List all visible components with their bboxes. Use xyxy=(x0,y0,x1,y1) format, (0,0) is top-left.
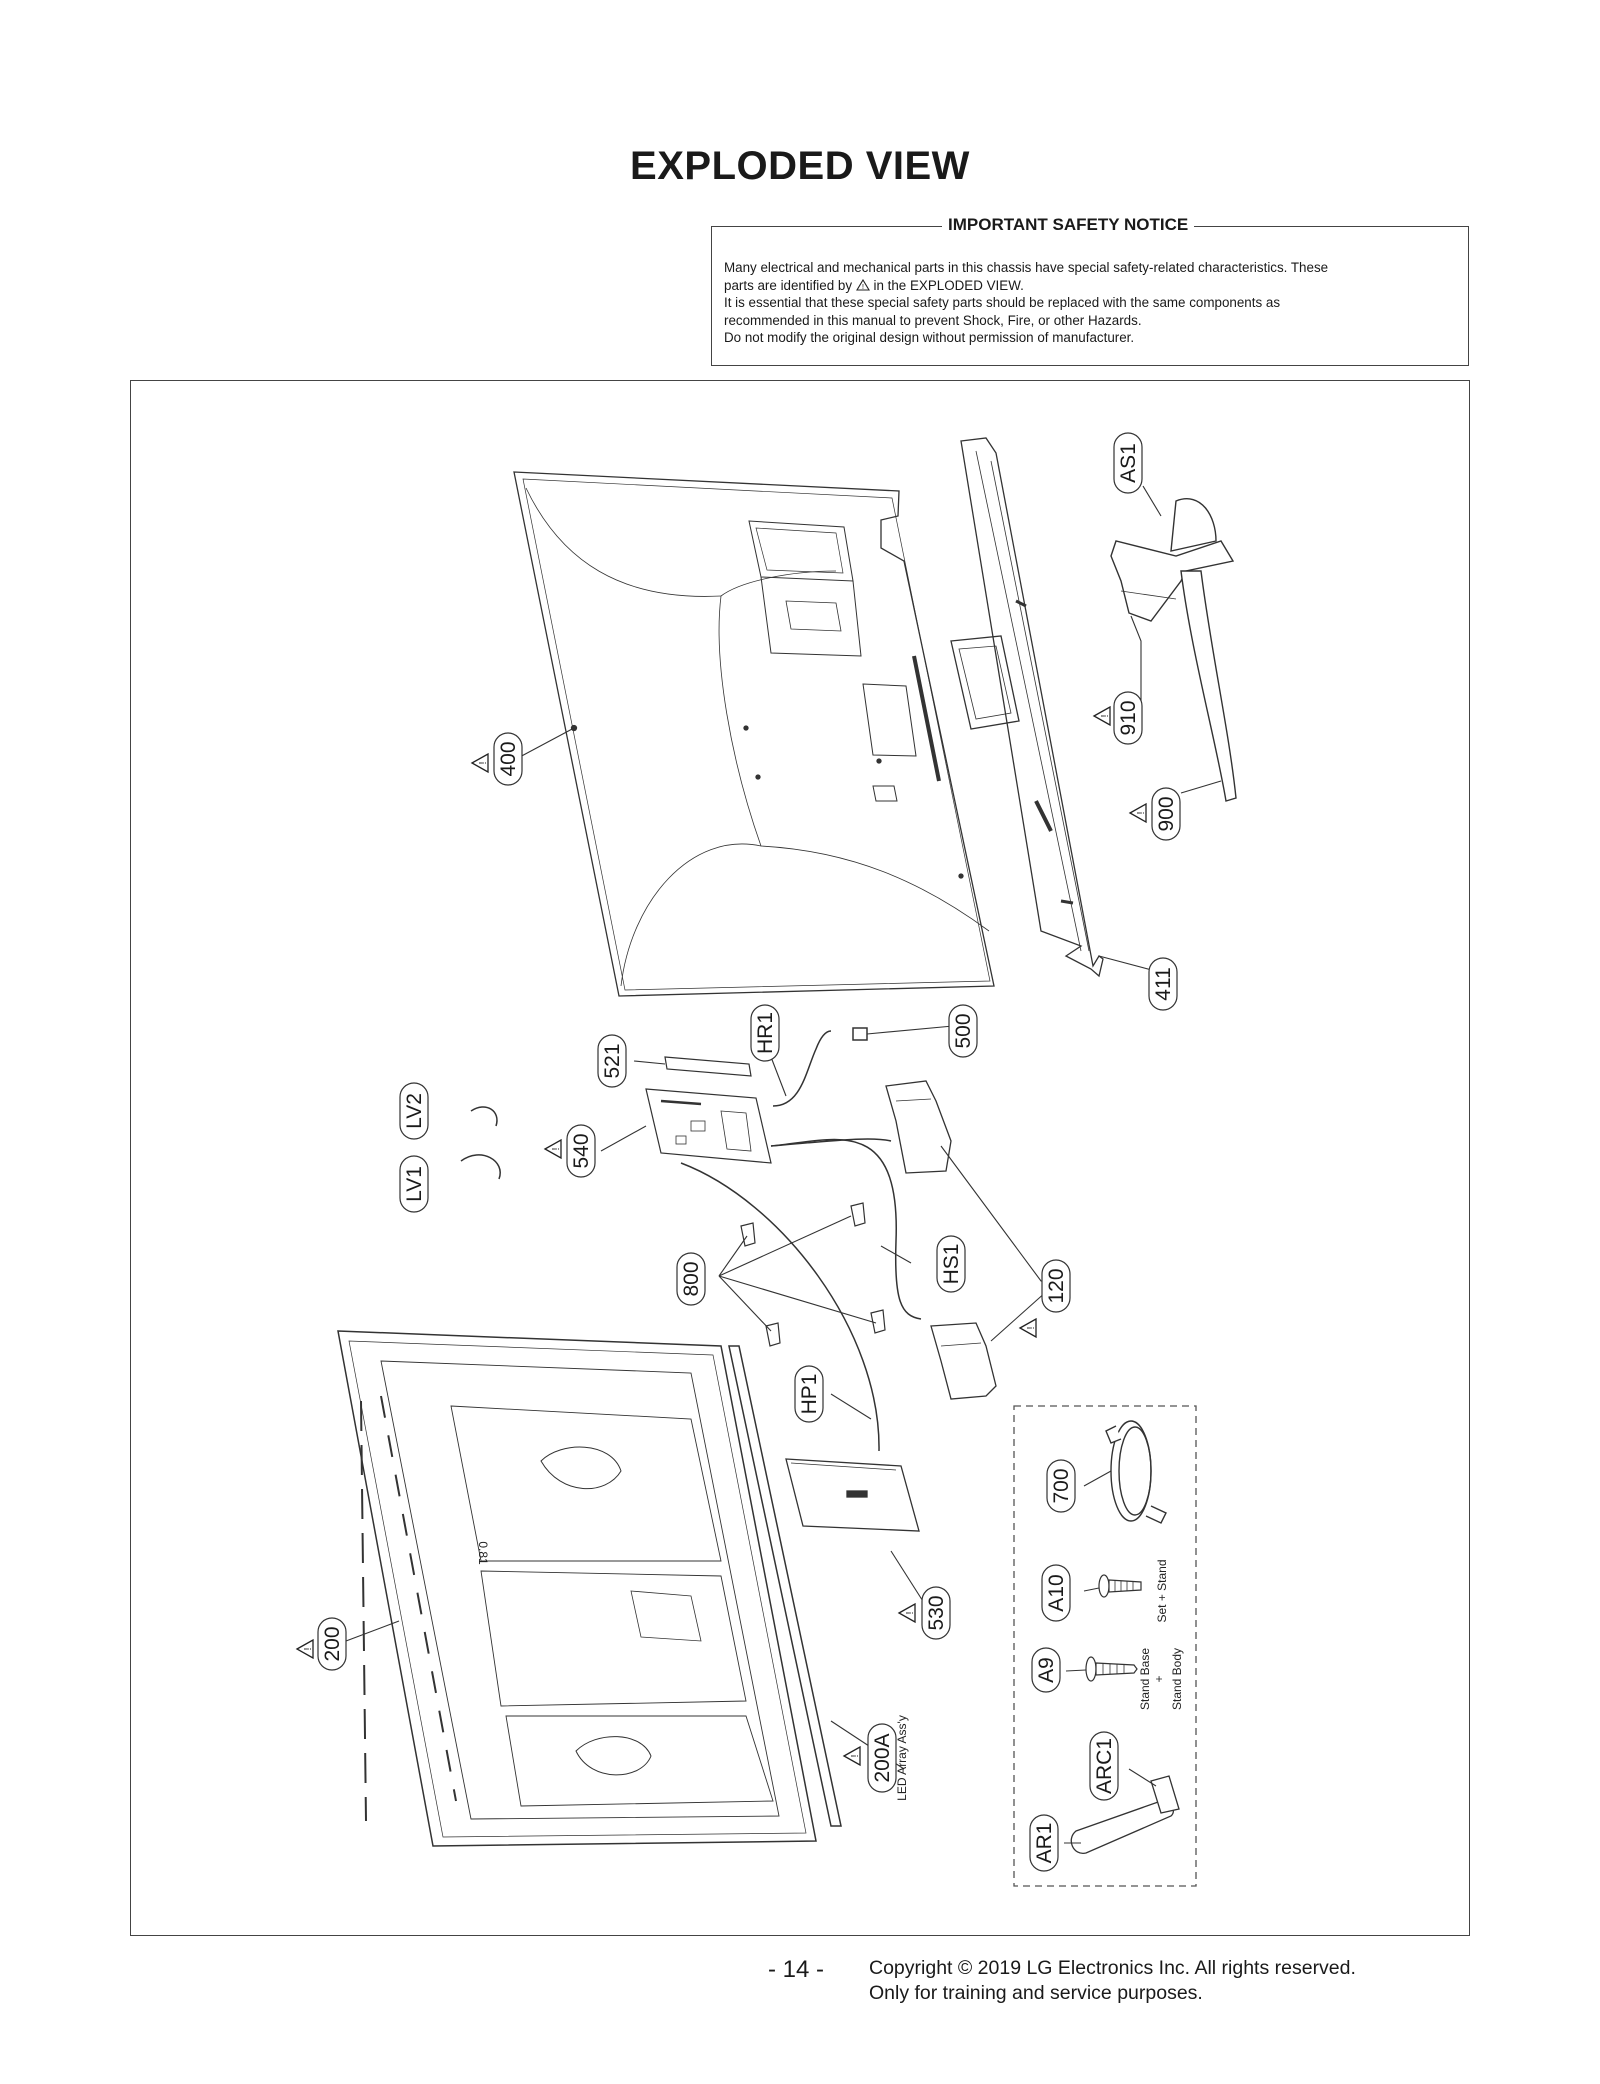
svg-text:200A: 200A xyxy=(871,1733,894,1782)
label-800: 800 xyxy=(676,1252,706,1306)
svg-text:521: 521 xyxy=(601,1043,624,1078)
svg-text:HP1: HP1 xyxy=(798,1374,821,1415)
svg-text:200: 200 xyxy=(321,1626,344,1661)
warning-icon-910 xyxy=(1093,706,1112,726)
cables xyxy=(460,1027,922,1452)
set-stand-label: Set + Stand xyxy=(1155,1559,1169,1622)
svg-text:910: 910 xyxy=(1117,700,1140,735)
svg-text:800: 800 xyxy=(680,1261,703,1296)
notice-line-1: Many electrical and mechanical parts in … xyxy=(724,260,1329,275)
label-521: 521 xyxy=(597,1034,627,1088)
svg-text:ARC1: ARC1 xyxy=(1093,1738,1116,1794)
svg-text:900: 900 xyxy=(1155,796,1178,831)
warning-icon-120 xyxy=(1019,1318,1038,1338)
label-200: 200 xyxy=(317,1617,347,1671)
label-700: 700 xyxy=(1046,1459,1076,1513)
label-a9: A9 xyxy=(1031,1647,1061,1693)
label-ar1: AR1 xyxy=(1029,1814,1059,1872)
page-title: EXPLODED VIEW xyxy=(630,144,970,188)
warning-icon-900 xyxy=(1129,803,1148,823)
label-lv1: LV1 xyxy=(399,1155,429,1213)
mark-081: 0.81 xyxy=(476,1541,490,1565)
stand-body-label: Stand Body xyxy=(1170,1648,1184,1710)
svg-text:A10: A10 xyxy=(1045,1574,1068,1611)
svg-text:700: 700 xyxy=(1050,1468,1073,1503)
svg-text:540: 540 xyxy=(570,1133,593,1168)
warning-icon-200a xyxy=(843,1746,862,1766)
label-hp1: HP1 xyxy=(794,1365,824,1423)
brackets-800 xyxy=(740,1202,886,1347)
annotations: LED Array Ass'y Set + Stand Stand Base +… xyxy=(476,1541,1184,1801)
exploded-view-diagram: ! xyxy=(130,380,1470,1936)
main-board-540 xyxy=(645,1056,772,1164)
accessories-box xyxy=(1013,1405,1197,1887)
notice-line-2: parts are identified by ! in the EXPLODE… xyxy=(724,277,1454,295)
warning-icon-200 xyxy=(296,1639,315,1659)
label-hr1: HR1 xyxy=(750,1004,780,1062)
svg-text:HS1: HS1 xyxy=(940,1244,963,1285)
module-530 xyxy=(785,1458,920,1532)
safety-notice-title: IMPORTANT SAFETY NOTICE xyxy=(942,215,1195,235)
warning-triangle-icon: ! xyxy=(855,278,870,291)
power-cord-700 xyxy=(1105,1420,1167,1524)
cover-bottom-411 xyxy=(950,437,1104,978)
safety-notice: IMPORTANT SAFETY NOTICE Many electrical … xyxy=(711,215,1469,366)
page-number: - 14 - xyxy=(768,1956,825,1983)
label-500: 500 xyxy=(948,1004,978,1058)
warning-icon-400 xyxy=(471,753,490,773)
svg-text:411: 411 xyxy=(1152,967,1175,1000)
exploded-view-svg: ! xyxy=(296,432,1237,1887)
notice-line-5: Do not modify the original design withou… xyxy=(724,330,1135,345)
svg-text:!: ! xyxy=(862,284,864,291)
label-900: 900 xyxy=(1151,787,1181,841)
notice-line-2b: in the EXPLODED VIEW. xyxy=(873,277,1024,293)
copyright: Copyright © 2019 LG Electronics Inc. All… xyxy=(869,1956,1356,2006)
svg-text:120: 120 xyxy=(1045,1268,1068,1303)
svg-text:HR1: HR1 xyxy=(754,1012,777,1054)
notice-line-4: recommended in this manual to prevent Sh… xyxy=(724,312,1142,328)
label-200a: 200A xyxy=(867,1723,897,1793)
plus-label: + xyxy=(1152,1675,1166,1682)
led-array-label: LED Array Ass'y xyxy=(895,1715,909,1801)
label-530: 530 xyxy=(921,1586,951,1640)
notice-line-3: It is essential that these special safet… xyxy=(724,295,1281,310)
screw-a9 xyxy=(1085,1656,1138,1682)
notice-line-2a: parts are identified by xyxy=(724,277,853,293)
svg-text:AR1: AR1 xyxy=(1033,1823,1056,1864)
svg-text:AS1: AS1 xyxy=(1117,443,1140,483)
back-cover-400 xyxy=(513,471,995,997)
label-540: 540 xyxy=(566,1124,596,1178)
svg-text:500: 500 xyxy=(952,1013,975,1048)
label-411: 411 xyxy=(1148,957,1178,1011)
part-labels: AS1 910 900 400 411 500 HR1 521 540 LV2 … xyxy=(317,432,1181,1872)
warning-icon-530 xyxy=(898,1603,917,1623)
svg-text:400: 400 xyxy=(497,741,520,776)
safety-notice-body: Many electrical and mechanical parts in … xyxy=(724,259,1454,347)
stand-as1 xyxy=(1110,498,1237,802)
label-a10: A10 xyxy=(1041,1564,1071,1622)
svg-text:LV2: LV2 xyxy=(403,1093,426,1129)
power-module-120 xyxy=(885,1080,997,1400)
label-as1: AS1 xyxy=(1113,432,1143,494)
screw-a10 xyxy=(1098,1574,1142,1598)
label-120: 120 xyxy=(1041,1259,1071,1313)
svg-text:LV1: LV1 xyxy=(403,1166,426,1202)
copyright-line-2: Only for training and service purposes. xyxy=(869,1982,1203,2004)
svg-text:A9: A9 xyxy=(1035,1657,1058,1683)
label-400: 400 xyxy=(493,732,523,786)
copyright-line-1: Copyright © 2019 LG Electronics Inc. All… xyxy=(869,1957,1356,1979)
warning-icon-540 xyxy=(544,1139,563,1159)
label-lv2: LV2 xyxy=(399,1082,429,1140)
svg-text:530: 530 xyxy=(925,1595,948,1630)
stand-base-label: Stand Base xyxy=(1138,1648,1152,1710)
label-arc1: ARC1 xyxy=(1089,1731,1119,1801)
label-hs1: HS1 xyxy=(936,1235,966,1293)
display-panel-200 xyxy=(337,1330,842,1847)
label-910: 910 xyxy=(1113,691,1143,745)
remote-ar1 xyxy=(1070,1775,1180,1854)
